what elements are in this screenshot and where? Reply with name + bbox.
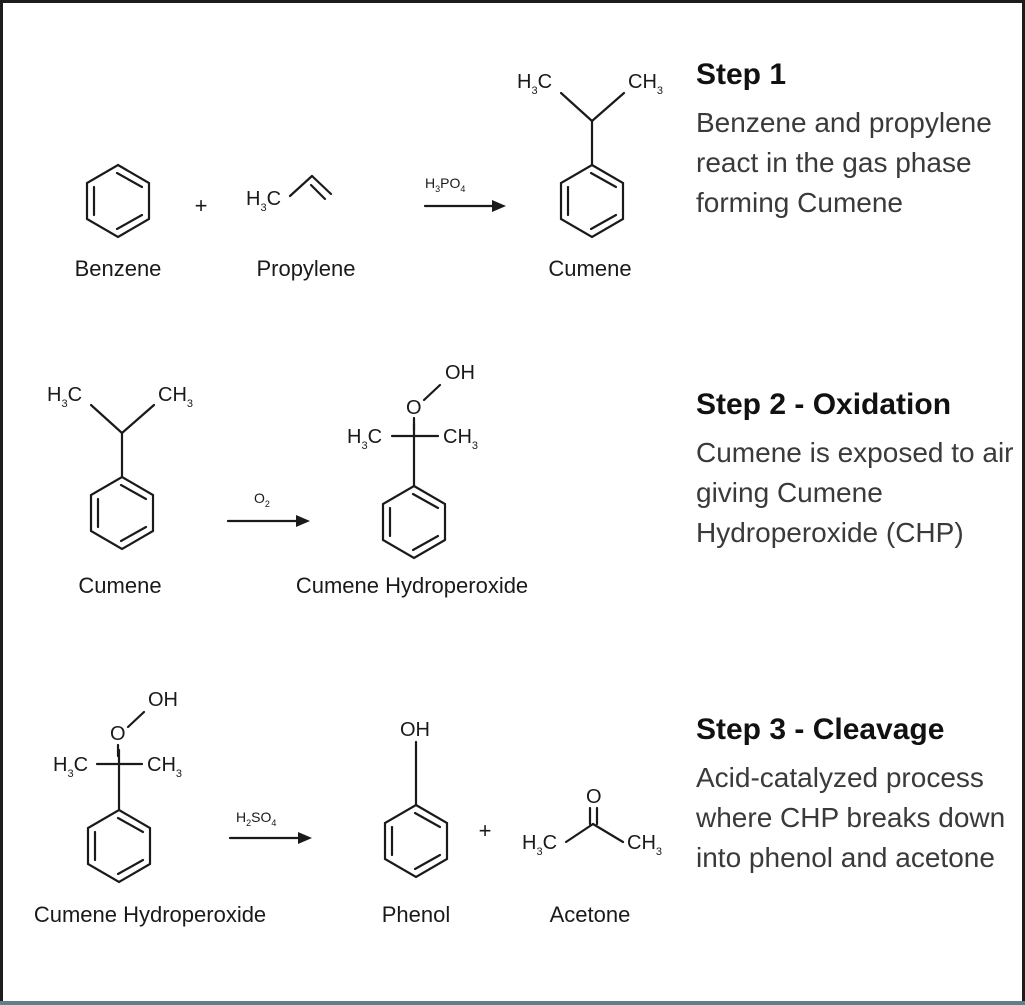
atom-label: CH3 [627, 832, 662, 858]
chp-label-1: Cumene Hydroperoxide [296, 573, 528, 598]
atom-label: OH [148, 689, 178, 711]
reaction-arrow-2: O2 [226, 490, 310, 527]
plus-sign: + [195, 193, 208, 218]
atom-label: OH [400, 719, 430, 741]
reaction-arrow-1: H3PO4 [423, 175, 506, 212]
atom-label: CH3 [158, 384, 193, 410]
step-2-title: Step 2 - Oxidation [696, 388, 952, 421]
reaction-arrow-3: H2SO4 [228, 809, 312, 844]
step-1-description: Benzene and propylene react in the gas p… [696, 107, 992, 218]
atom-label: O [406, 397, 422, 419]
step-2-description: Cumene is exposed to air giving Cumene H… [696, 437, 1014, 548]
cumene-structure-2: H3C CH3 [47, 384, 193, 551]
phenol-label: Phenol [382, 902, 451, 927]
plus-sign-2: + [479, 818, 492, 843]
atom-label: OH [445, 362, 475, 384]
acetone-structure: O H3C CH3 [522, 786, 662, 858]
cumene-label-2: Cumene [78, 573, 161, 598]
step-1-title: Step 1 [696, 58, 787, 91]
atom-label: CH3 [628, 71, 663, 97]
atom-label: H3C [347, 426, 382, 452]
acetone-label: Acetone [550, 902, 631, 927]
chp-structure-1: OH O H3C CH3 [347, 362, 478, 560]
reagent-o2: O2 [254, 490, 270, 509]
atom-label: CH3 [443, 426, 478, 452]
atom-label: CH3 [147, 754, 182, 780]
chp-label-2: Cumene Hydroperoxide [34, 902, 266, 927]
atom-label: H3C [246, 188, 281, 214]
step-3-description: Acid-catalyzed process where CHP breaks … [696, 762, 1006, 873]
benzene-structure [85, 163, 151, 239]
propylene-structure: H3C [246, 174, 333, 214]
atom-label: H3C [53, 754, 88, 780]
atom-label: H3C [517, 71, 552, 97]
benzene-label: Benzene [75, 256, 162, 281]
atom-label: H3C [47, 384, 82, 410]
atom-label: O [110, 723, 126, 745]
reagent-h2so4: H2SO4 [236, 809, 276, 828]
cumene-label-1: Cumene [548, 256, 631, 281]
reagent-h3po4: H3PO4 [425, 175, 465, 194]
atom-label: O [586, 786, 602, 808]
phenol-structure: OH [383, 719, 449, 879]
cumene-structure-1: H3C CH3 [517, 71, 663, 239]
chp-structure-2: OH O H3C CH3 [53, 689, 182, 884]
propylene-label: Propylene [256, 256, 355, 281]
step-3-title: Step 3 - Cleavage [696, 713, 945, 746]
atom-label: H3C [522, 832, 557, 858]
